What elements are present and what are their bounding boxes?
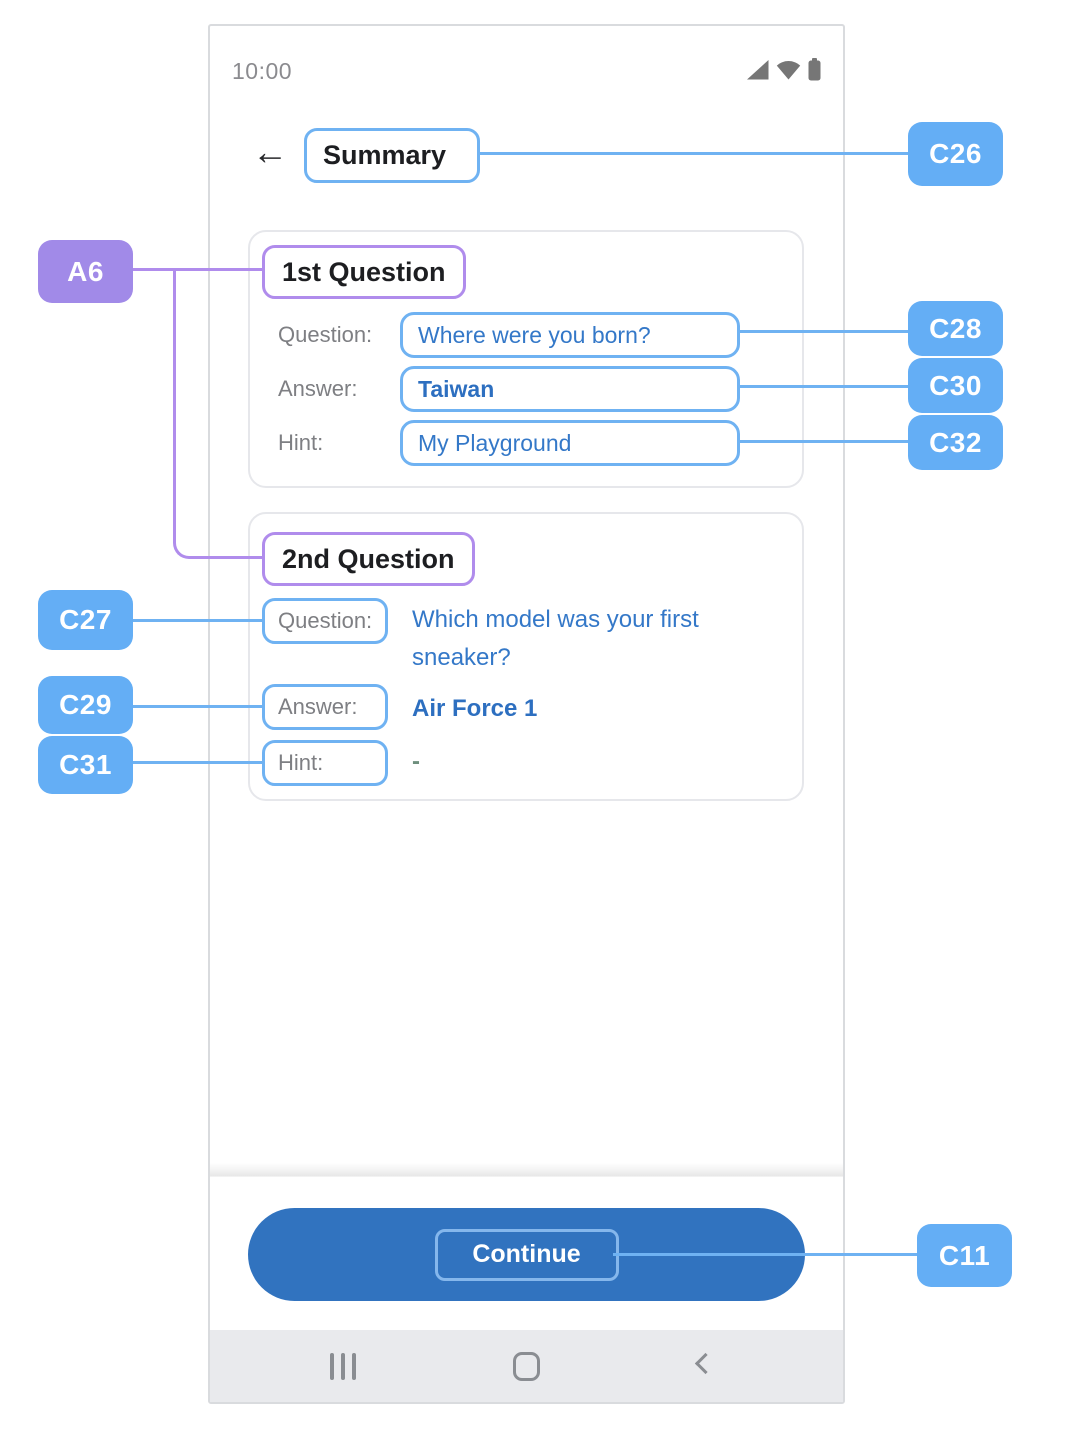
connector-c31-hint2 bbox=[133, 761, 262, 764]
recents-icon[interactable] bbox=[330, 1353, 356, 1380]
android-nav-bar bbox=[210, 1330, 843, 1402]
page-title-callout-box: Summary bbox=[304, 128, 480, 183]
connector-question1-c28 bbox=[740, 330, 910, 333]
connector-c29-answer2 bbox=[133, 705, 262, 708]
annotation-badge-a6: A6 bbox=[38, 240, 133, 303]
connector-continue-c11 bbox=[613, 1253, 920, 1256]
card2-hint-label-box: Hint: bbox=[262, 740, 388, 786]
annotation-badge-c32: C32 bbox=[908, 415, 1003, 470]
status-bar-icons bbox=[733, 58, 821, 86]
battery-icon bbox=[808, 58, 821, 86]
status-bar-time: 10:00 bbox=[232, 58, 293, 84]
card1-question-value-box: Where were you born? bbox=[400, 312, 740, 358]
card2-hint-value: - bbox=[412, 748, 420, 775]
card1-answer-value: Taiwan bbox=[418, 375, 495, 402]
connector-a6-card1 bbox=[133, 268, 262, 271]
connector-a6-card2 bbox=[173, 268, 265, 559]
card1-title-callout-box: 1st Question bbox=[262, 245, 466, 299]
card1-hint-label: Hint: bbox=[278, 430, 324, 455]
annotation-badge-c26: C26 bbox=[908, 122, 1003, 186]
card1-answer-value-box: Taiwan bbox=[400, 366, 740, 412]
wifi-icon bbox=[776, 60, 801, 85]
connector-answer1-c30 bbox=[740, 385, 910, 388]
card2-title: 2nd Question bbox=[282, 543, 455, 574]
continue-button[interactable]: Continue bbox=[248, 1208, 805, 1301]
annotation-badge-c30: C30 bbox=[908, 358, 1003, 413]
annotation-badge-c29: C29 bbox=[38, 676, 133, 734]
page-title: Summary bbox=[323, 140, 447, 170]
annotation-badge-c11: C11 bbox=[917, 1224, 1012, 1287]
home-icon[interactable] bbox=[513, 1352, 540, 1381]
footer-divider-shadow bbox=[210, 1163, 843, 1177]
card1-title: 1st Question bbox=[282, 256, 446, 287]
card2-answer-value: Air Force 1 bbox=[412, 695, 538, 722]
annotation-badge-c28: C28 bbox=[908, 301, 1003, 356]
connector-c27-question2 bbox=[133, 619, 262, 622]
card2-question-value: Which model was your first sneaker? bbox=[412, 606, 699, 671]
annotation-badge-c27: C27 bbox=[38, 590, 133, 650]
card1-question-label: Question: bbox=[278, 322, 373, 347]
card2-title-callout-box: 2nd Question bbox=[262, 532, 475, 586]
card2-question-label: Question: bbox=[278, 608, 373, 633]
card1-hint-value: My Playground bbox=[418, 429, 572, 456]
connector-summary-c26 bbox=[480, 152, 910, 155]
connector-hint1-c32 bbox=[740, 440, 910, 443]
back-arrow-icon[interactable]: ← bbox=[252, 131, 288, 172]
card2-hint-label: Hint: bbox=[278, 750, 324, 775]
card2-answer-label: Answer: bbox=[278, 694, 358, 719]
card2-answer-label-box: Answer: bbox=[262, 684, 388, 730]
card1-question-value: Where were you born? bbox=[418, 321, 651, 348]
card1-answer-label: Answer: bbox=[278, 376, 358, 401]
card2-question-label-box: Question: bbox=[262, 598, 388, 644]
signal-icon bbox=[746, 59, 769, 85]
annotation-badge-c31: C31 bbox=[38, 736, 133, 794]
continue-label: Continue bbox=[472, 1240, 581, 1268]
card1-hint-value-box: My Playground bbox=[400, 420, 740, 466]
continue-label-callout-box: Continue bbox=[434, 1228, 619, 1281]
